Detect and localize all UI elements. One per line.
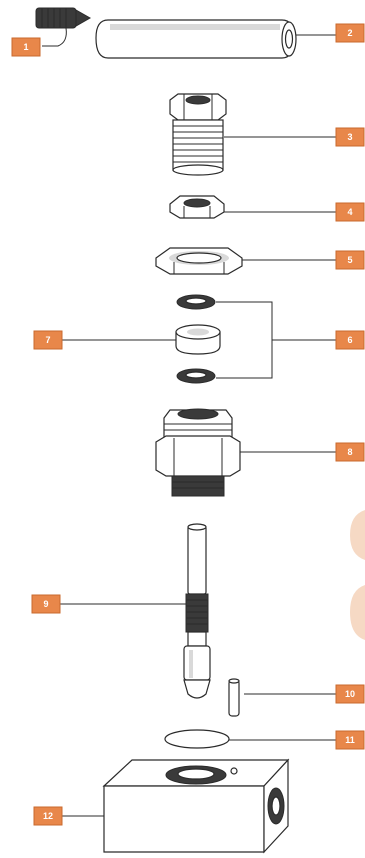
- callout-badge-6: 6: [335, 330, 365, 350]
- part-1-set-screw: [35, 7, 92, 29]
- svg-text:3: 3: [347, 132, 352, 142]
- edge-decoration-lower: [350, 585, 365, 640]
- svg-text:6: 6: [347, 335, 352, 345]
- callout-badge-9: 9: [31, 594, 61, 614]
- svg-text:12: 12: [43, 811, 53, 821]
- part-5-jam-nut: [155, 247, 243, 275]
- svg-text:9: 9: [43, 599, 48, 609]
- callout-badge-11: 11: [335, 730, 365, 750]
- part-9-stem: [183, 523, 211, 699]
- part-7-spacer-ring: [175, 324, 221, 355]
- svg-text:11: 11: [345, 735, 355, 745]
- callout-badge-2: 2: [335, 23, 365, 43]
- callout-badge-1: 1: [11, 37, 41, 57]
- callout-badge-12: 12: [33, 806, 63, 826]
- part-12-block-body: [102, 758, 290, 854]
- callout-badge-8: 8: [335, 442, 365, 462]
- part-8-union-body: [155, 408, 241, 497]
- leader-1: [42, 27, 67, 47]
- leader-6: [216, 301, 336, 379]
- part-2-tube: [95, 19, 297, 59]
- svg-text:1: 1: [23, 42, 28, 52]
- svg-text:5: 5: [347, 255, 352, 265]
- svg-text:2: 2: [347, 28, 352, 38]
- callout-badge-7: 7: [33, 330, 63, 350]
- part-3-bushing: [169, 93, 227, 176]
- part-6-seal-washers: [176, 294, 216, 384]
- part-11-o-ring: [164, 729, 230, 749]
- callout-badge-5: 5: [335, 250, 365, 270]
- part-10-pin: [228, 678, 240, 717]
- edge-decoration-upper: [350, 510, 365, 560]
- callout-badge-3: 3: [335, 127, 365, 147]
- svg-text:4: 4: [347, 207, 352, 217]
- svg-text:10: 10: [345, 689, 355, 699]
- svg-text:8: 8: [347, 447, 352, 457]
- callout-badge-4: 4: [335, 202, 365, 222]
- part-4-hex-nut: [169, 195, 225, 219]
- svg-text:7: 7: [45, 335, 50, 345]
- callout-badge-10: 10: [335, 684, 365, 704]
